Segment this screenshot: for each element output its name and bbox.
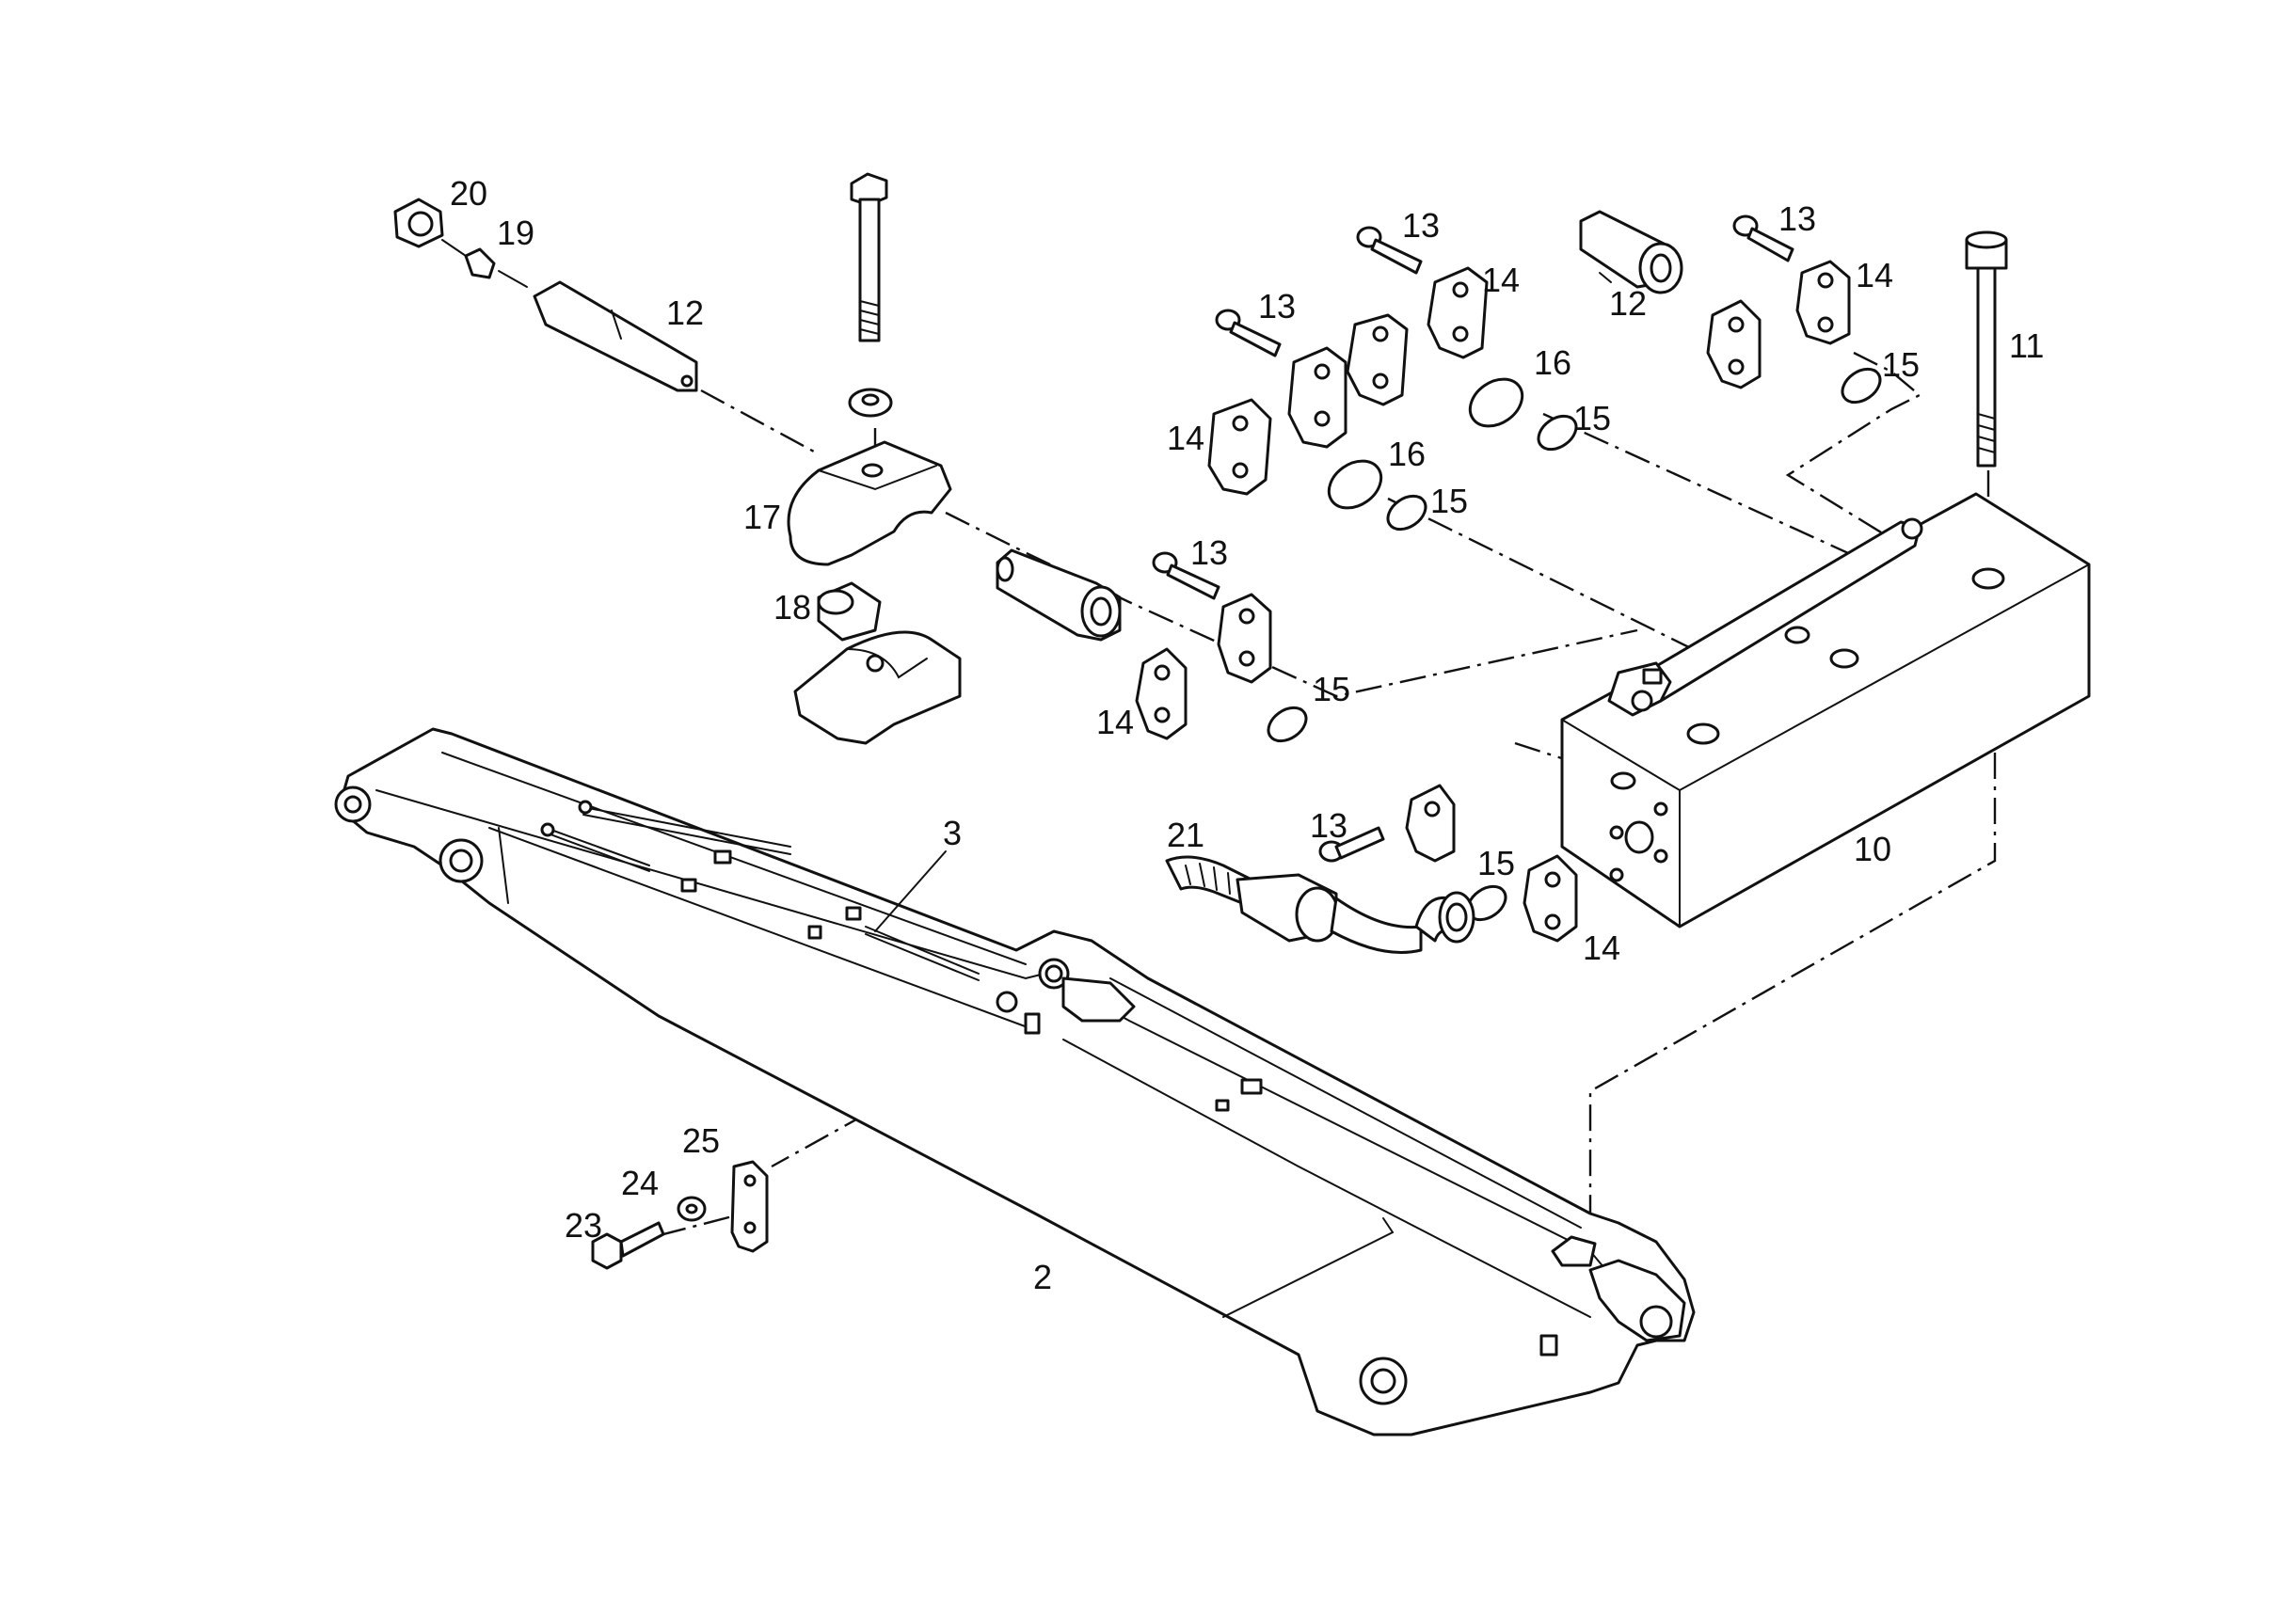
pivot-pin xyxy=(996,548,1122,642)
label-15-c: 15 xyxy=(1882,345,1920,384)
o-ring-2 xyxy=(1386,494,1427,532)
screw-3 xyxy=(1152,551,1220,600)
label-11: 11 xyxy=(2009,326,2044,365)
retaining-plate xyxy=(730,1160,769,1253)
bolt-long xyxy=(848,172,893,418)
label-15-b: 15 xyxy=(1430,482,1468,520)
label-19: 19 xyxy=(497,214,534,252)
label-14-b: 14 xyxy=(1856,256,1893,294)
label-14-c: 14 xyxy=(1167,419,1204,457)
label-12-pointer xyxy=(1599,272,1612,283)
label-3-pointer xyxy=(874,850,947,932)
label-12-right: 12 xyxy=(1609,284,1647,323)
flange-half-5 xyxy=(1706,299,1762,389)
grease-nipple xyxy=(441,239,528,288)
flange-half-1 xyxy=(1207,398,1272,496)
flange-half-2 xyxy=(1287,346,1347,449)
label-13-b: 13 xyxy=(1258,287,1296,325)
flange-half-8 xyxy=(1217,593,1272,684)
label-15-e: 15 xyxy=(1477,844,1515,882)
label-13-c: 13 xyxy=(1778,199,1816,238)
hex-nut xyxy=(393,198,444,248)
label-20: 20 xyxy=(450,174,487,213)
label-15-d: 15 xyxy=(1313,670,1350,708)
label-23: 23 xyxy=(565,1206,602,1245)
flange-half-7 xyxy=(1135,647,1188,740)
washer-small xyxy=(677,1196,707,1222)
o-ring-3 xyxy=(1841,367,1882,405)
flange-half-9 xyxy=(1405,784,1456,863)
label-12-left: 12 xyxy=(666,294,704,332)
screw-1 xyxy=(1356,226,1423,275)
label-16-a: 16 xyxy=(1534,343,1571,382)
screw-2 xyxy=(1215,309,1282,357)
valve-block xyxy=(1560,492,2091,928)
label-2: 2 xyxy=(1033,1258,1052,1296)
callout-labels: 20 19 12 17 18 13 13 13 13 13 14 14 14 1… xyxy=(450,174,2044,1296)
label-24: 24 xyxy=(621,1164,659,1202)
label-14-a: 14 xyxy=(1482,261,1520,299)
cap-screw-long xyxy=(1965,230,2008,468)
label-10: 10 xyxy=(1854,830,1891,868)
label-3: 3 xyxy=(943,814,962,852)
label-17: 17 xyxy=(743,498,781,536)
clamp-lower xyxy=(793,630,962,745)
label-13-d: 13 xyxy=(1190,533,1228,572)
rod-end-left xyxy=(533,280,698,392)
label-14-e: 14 xyxy=(1583,928,1620,967)
label-25: 25 xyxy=(682,1121,720,1160)
label-16-b: 16 xyxy=(1388,435,1426,473)
label-13-a: 13 xyxy=(1402,206,1440,245)
boom-arm xyxy=(334,727,1696,1436)
flange-half-6 xyxy=(1795,260,1851,345)
rod-end-right xyxy=(1579,210,1683,294)
clamp-upper xyxy=(787,440,952,566)
bolt-small xyxy=(591,1221,665,1270)
seal-1 xyxy=(1468,377,1524,428)
label-15-a: 15 xyxy=(1573,399,1611,437)
flange-half-4 xyxy=(1427,266,1489,359)
flange-half-10 xyxy=(1523,854,1578,943)
bushing xyxy=(817,581,882,642)
label-13-e: 13 xyxy=(1310,806,1347,845)
o-ring-1 xyxy=(1537,414,1578,452)
screw-5 xyxy=(1318,826,1385,863)
label-21: 21 xyxy=(1167,816,1204,854)
hose-assembly xyxy=(1165,855,1475,954)
seal-2 xyxy=(1327,459,1383,510)
label-14-d: 14 xyxy=(1096,703,1134,741)
o-ring-4 xyxy=(1267,706,1308,743)
screw-4 xyxy=(1732,214,1794,262)
label-18: 18 xyxy=(773,588,811,627)
flange-half-3 xyxy=(1346,313,1409,406)
